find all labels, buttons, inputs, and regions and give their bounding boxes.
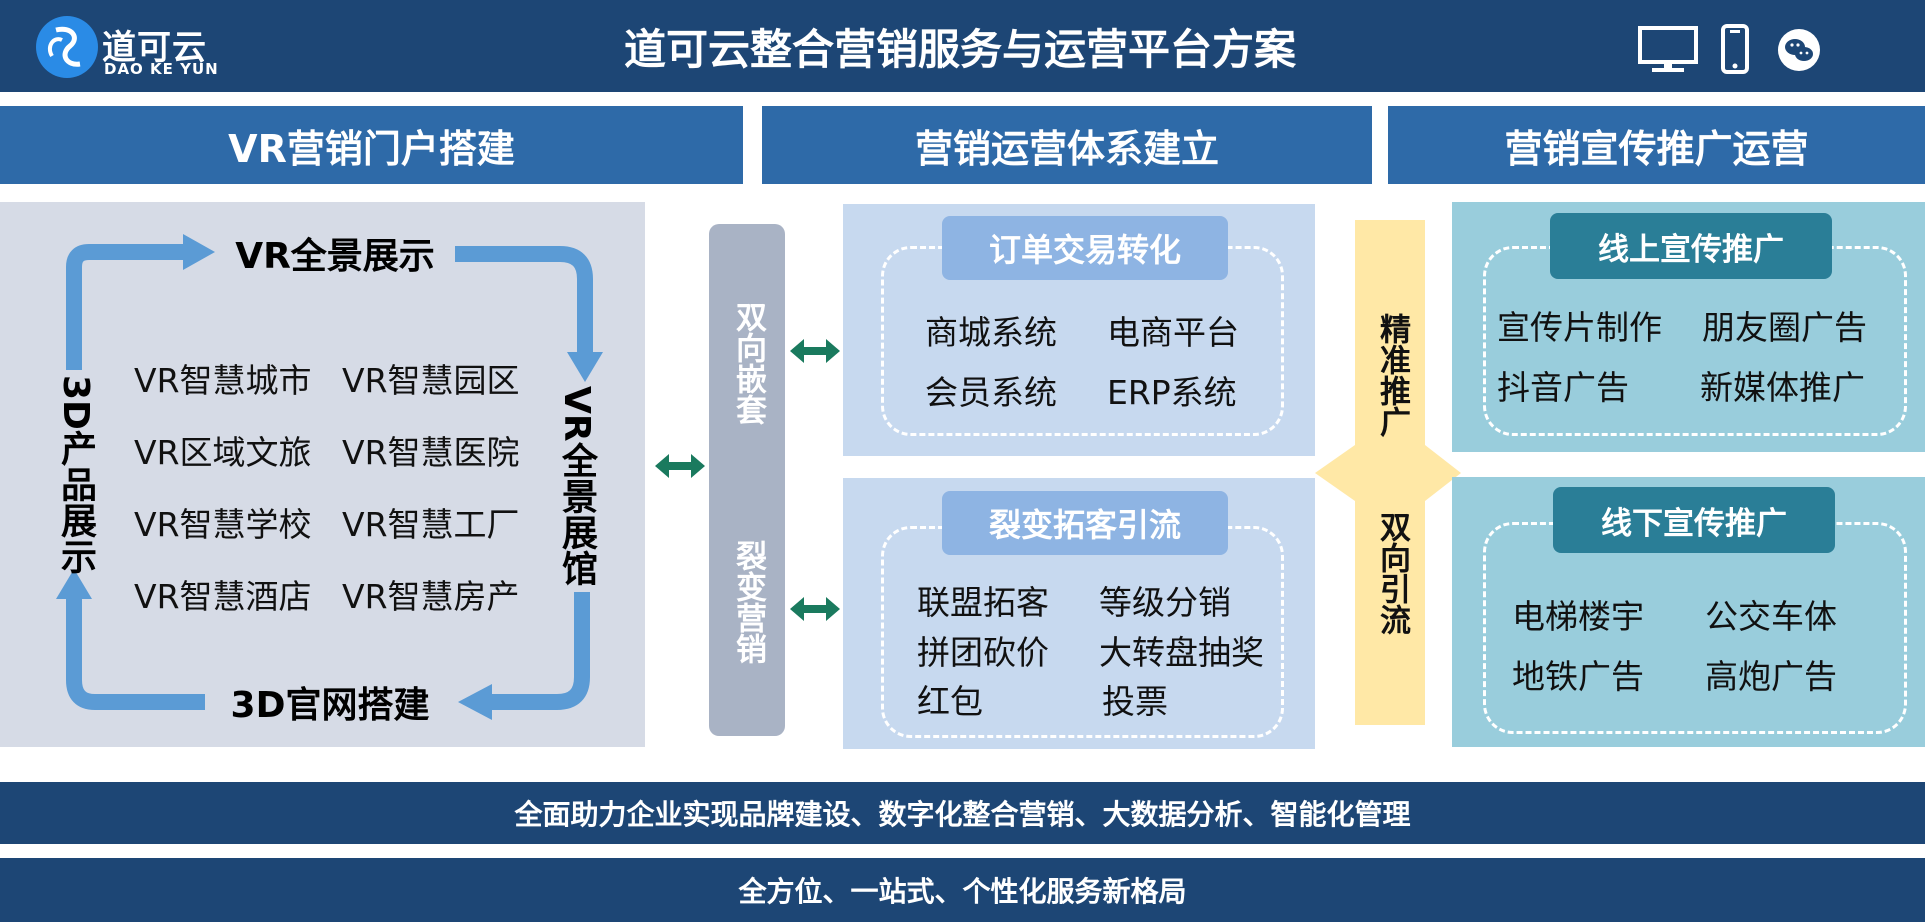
online-item: 抖音广告 <box>1497 368 1629 407</box>
arrowhead-up <box>56 569 92 599</box>
fission-item: 联盟拓客 <box>917 583 1049 622</box>
vr-item: VR智慧工厂 <box>342 505 520 544</box>
footer-line-1: 全面助力企业实现品牌建设、数字化整合营销、大数据分析、智能化管理 <box>0 782 1925 844</box>
cycle-right-label: VR全景展馆 <box>556 385 597 586</box>
vr-item: VR智慧城市 <box>134 361 312 400</box>
cycle-arrow-top-right <box>455 246 593 352</box>
fission-box-title: 裂变拓客引流 <box>942 491 1228 555</box>
vr-item: VR智慧酒店 <box>134 577 312 616</box>
arrowhead-down <box>567 352 603 382</box>
vr-item: VR智慧房产 <box>342 577 520 616</box>
offline-item: 公交车体 <box>1705 597 1837 636</box>
double-arrow-icon <box>655 454 705 478</box>
yellow-bar-text-top: 精准推广 <box>1374 312 1410 437</box>
offline-item: 电梯楼宇 <box>1512 597 1644 636</box>
logo-mark-icon <box>36 16 98 78</box>
vr-item: VR智慧医院 <box>342 433 520 472</box>
arrowhead-right <box>183 234 215 270</box>
double-arrow-icon <box>790 339 840 363</box>
logo: 道可云 DAO KE YUN <box>36 16 236 80</box>
cycle-bottom-label: 3D官网搭建 <box>230 685 430 726</box>
vr-item: VR智慧学校 <box>134 505 312 544</box>
order-item: ERP系统 <box>1107 373 1237 412</box>
precise-promotion-bar <box>1355 220 1425 725</box>
cycle-left-label: 3D产品展示 <box>55 375 96 574</box>
header-bar <box>0 0 1925 92</box>
order-item: 商城系统 <box>925 313 1057 352</box>
vr-item: VR区域文旅 <box>134 433 312 472</box>
cycle-arrow-top-left <box>66 244 185 370</box>
online-item: 新媒体推广 <box>1700 368 1865 407</box>
monitor-icon <box>1638 24 1698 74</box>
cycle-top-label: VR全景展示 <box>235 236 435 277</box>
online-item: 朋友圈广告 <box>1702 308 1867 347</box>
fission-item: 等级分销 <box>1099 583 1231 622</box>
order-item: 会员系统 <box>925 373 1057 412</box>
footer-line-2: 全方位、一站式、个性化服务新格局 <box>0 858 1925 922</box>
gray-bar-text-top: 双向嵌套 <box>730 301 766 425</box>
logo-text-cn: 道可云 <box>102 28 207 68</box>
order-item: 电商平台 <box>1107 313 1239 352</box>
arrowhead-left <box>458 684 492 720</box>
logo-text-en: DAO KE YUN <box>104 60 219 78</box>
online-item: 宣传片制作 <box>1497 308 1662 347</box>
fission-item: 拼团砍价 <box>917 633 1049 672</box>
fission-item: 投票 <box>1102 682 1168 721</box>
phone-icon <box>1718 24 1752 74</box>
fission-item: 大转盘抽奖 <box>1099 633 1264 672</box>
yellow-bar-text-bottom: 双向引流 <box>1374 510 1410 635</box>
yellow-arrow-right <box>1425 445 1461 501</box>
offline-item: 高炮广告 <box>1705 657 1837 696</box>
yellow-arrow-left <box>1315 445 1355 501</box>
online-box-title: 线上宣传推广 <box>1550 213 1832 279</box>
cycle-arrows <box>56 234 603 720</box>
cycle-arrow-bottom-right <box>490 592 590 710</box>
offline-box-title: 线下宣传推广 <box>1553 487 1835 553</box>
column-header-right: 营销宣传推广运营 <box>1388 106 1925 184</box>
gray-bar-text-bottom: 裂变营销 <box>730 540 766 664</box>
fission-item: 红包 <box>917 682 983 721</box>
double-arrow-icon <box>790 597 840 621</box>
vr-item: VR智慧园区 <box>342 361 520 400</box>
column-header-left: VR营销门户搭建 <box>0 106 743 184</box>
page-title: 道可云整合营销服务与运营平台方案 <box>623 24 1296 74</box>
cycle-arrow-bottom-left <box>66 597 205 710</box>
order-box-title: 订单交易转化 <box>942 216 1228 280</box>
wechat-icon <box>1776 27 1822 73</box>
column-header-middle: 营销运营体系建立 <box>762 106 1372 184</box>
offline-item: 地铁广告 <box>1512 657 1644 696</box>
two-way-nesting-bar <box>709 224 785 736</box>
vr-portal-panel <box>0 202 645 747</box>
